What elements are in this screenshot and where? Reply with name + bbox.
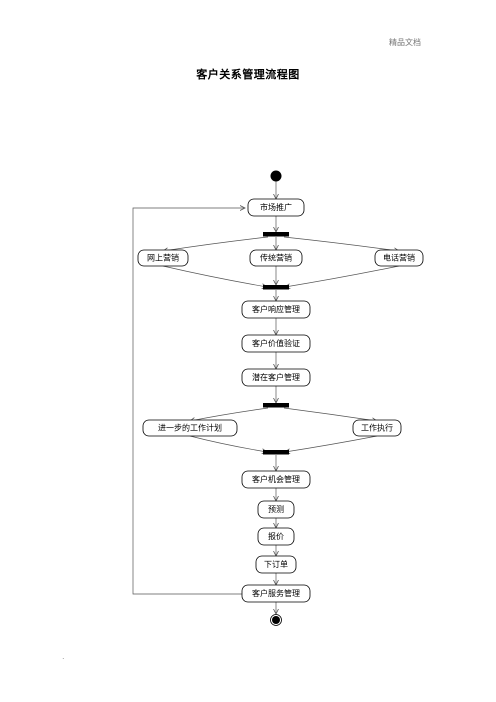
edge-execute-bar4 <box>285 435 378 452</box>
fork-bar-3 <box>263 403 289 408</box>
node-opportunity: 客户机会管理 <box>241 470 311 489</box>
end-node <box>270 614 282 626</box>
node-market: 市场推广 <box>247 198 305 217</box>
node-execute: 工作执行 <box>352 419 402 437</box>
join-bar-2 <box>263 285 289 290</box>
node-service: 客户服务管理 <box>241 584 311 603</box>
footer-mark: . <box>62 652 65 661</box>
edge-bar1-phone <box>283 236 399 251</box>
edge-bar3-execute <box>283 407 377 421</box>
node-online: 网上营销 <box>137 249 189 267</box>
node-quote-label: 报价 <box>268 531 284 541</box>
node-quote: 报价 <box>257 527 295 546</box>
node-traditional-label: 传统营销 <box>260 253 292 263</box>
node-opportunity-label: 客户机会管理 <box>252 474 300 484</box>
start-node <box>270 170 282 182</box>
node-plan-label: 进一步的工作计划 <box>158 423 222 433</box>
node-order: 下订单 <box>255 555 297 574</box>
join-bar-4 <box>263 450 289 455</box>
edge-loop-service-market <box>132 208 245 595</box>
node-traditional: 传统营销 <box>249 249 303 267</box>
edge-bar3-plan <box>190 407 269 421</box>
node-forecast-label: 预测 <box>268 504 284 514</box>
edge-bar1-online <box>163 236 269 251</box>
node-service-label: 客户服务管理 <box>252 588 300 598</box>
node-value-label: 客户价值验证 <box>252 338 300 348</box>
node-value: 客户价值验证 <box>241 334 311 353</box>
node-online-label: 网上营销 <box>147 253 179 263</box>
edge-plan-bar4 <box>189 435 267 452</box>
node-response: 客户响应管理 <box>241 300 311 319</box>
node-potential: 潜在客户管理 <box>241 368 311 387</box>
header-note: 精品文档 <box>389 38 421 47</box>
fork-bar-1 <box>263 232 289 237</box>
node-potential-label: 潜在客户管理 <box>252 372 300 382</box>
edges <box>132 181 400 614</box>
node-order-label: 下订单 <box>264 559 288 569</box>
node-forecast: 预测 <box>257 500 295 519</box>
node-phone: 电话营销 <box>374 249 424 267</box>
node-phone-label: 电话营销 <box>383 253 415 263</box>
node-plan: 进一步的工作计划 <box>142 419 238 437</box>
edge-phone-bar2 <box>285 265 400 287</box>
node-market-label: 市场推广 <box>260 202 292 212</box>
page-title: 客户关系管理流程图 <box>196 68 300 81</box>
node-execute-label: 工作执行 <box>361 423 393 433</box>
node-response-label: 客户响应管理 <box>252 304 300 314</box>
edge-online-bar2 <box>162 265 267 287</box>
